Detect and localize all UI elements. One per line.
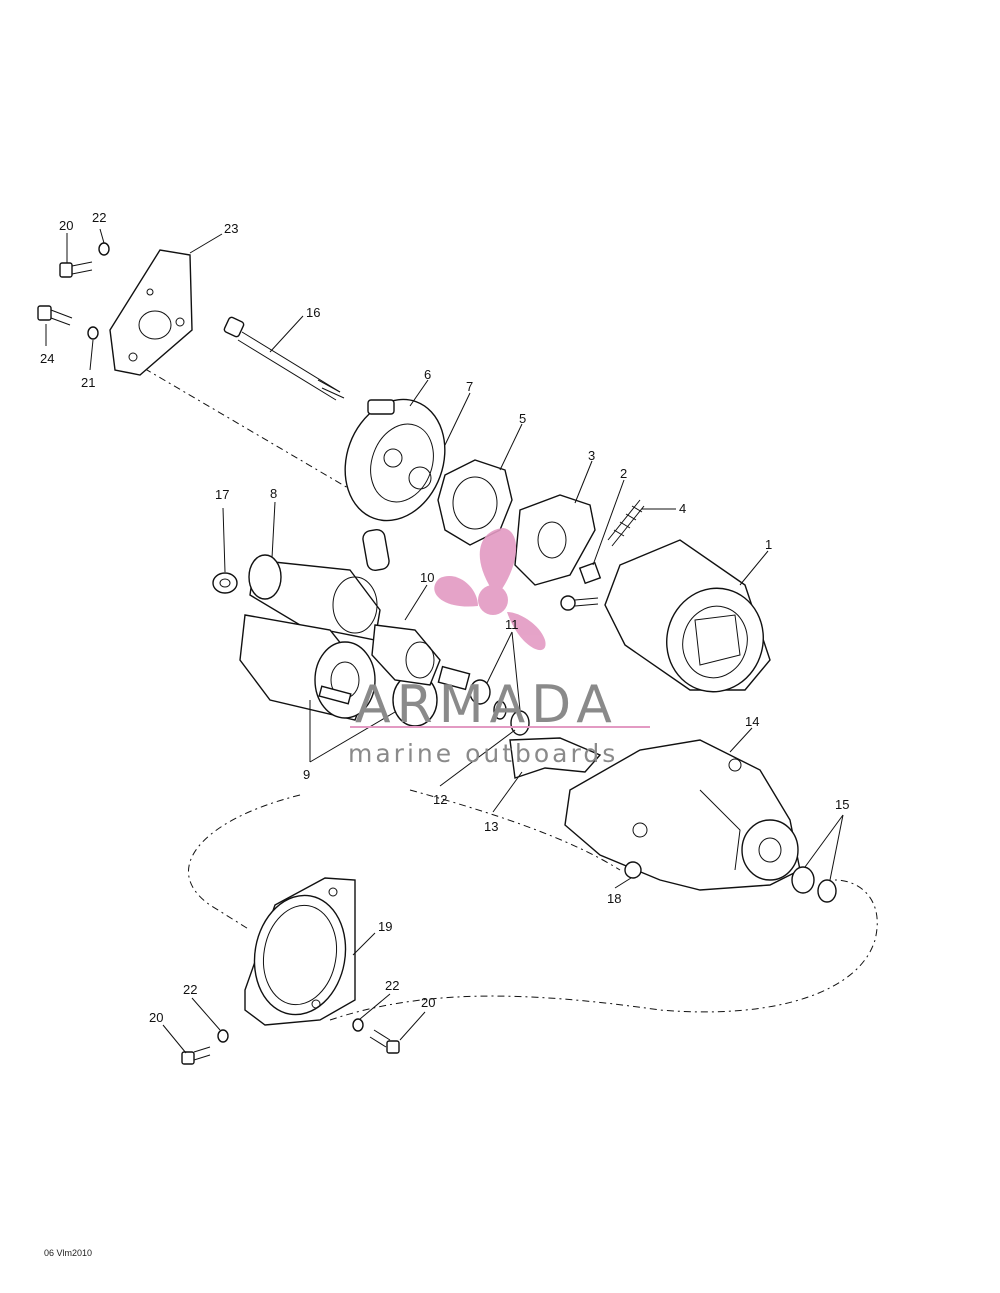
part-15-ring [817, 879, 837, 903]
part-20-bolt-upper [59, 261, 93, 278]
label-part-2: 2 [620, 466, 627, 481]
part-7-brush-holder [362, 528, 390, 572]
assembly-dash-line-upper [129, 359, 361, 496]
part-21-washer [87, 326, 99, 340]
label-part-6: 6 [424, 367, 431, 382]
part-20-bolt-lower-left [181, 1046, 211, 1065]
watermark-brand: ARMADA [355, 675, 618, 735]
label-part-11: 11 [505, 617, 519, 632]
label-part-16: 16 [306, 305, 320, 320]
label-part-5: 5 [519, 411, 526, 426]
part-number-labels: 20 22 23 24 21 16 6 7 5 3 2 4 1 17 8 10 … [40, 210, 849, 1025]
label-part-20-upper: 20 [59, 218, 73, 233]
label-part-22-upper: 22 [92, 210, 106, 225]
label-part-13: 13 [484, 819, 498, 834]
part-12-washer [510, 710, 530, 736]
part-17-nut [212, 572, 238, 594]
part-10-drive-pinion [371, 624, 471, 691]
armada-watermark: ARMADA marine outboards [348, 528, 650, 768]
part-22-washer-lower-left [217, 1029, 229, 1043]
part-1-housing [604, 539, 771, 693]
label-part-12: 12 [433, 792, 447, 807]
part-23-bracket [109, 249, 193, 376]
propeller-logo [434, 528, 546, 651]
label-part-1: 1 [765, 537, 772, 552]
part-14-drive-housing [564, 739, 801, 891]
label-part-15: 15 [835, 797, 849, 812]
label-part-20-lower-right: 20 [421, 995, 435, 1010]
part-13-fork-lever [509, 737, 602, 779]
assembly-dash-loop [188, 789, 878, 1021]
part-11-bushing [469, 679, 491, 705]
label-part-23: 23 [224, 221, 238, 236]
label-part-10: 10 [420, 570, 434, 585]
label-part-22-lower-left: 22 [183, 982, 197, 997]
part-19-mounting-plate [244, 877, 356, 1026]
part-4-spring [607, 499, 645, 547]
part-24-bolt [37, 305, 73, 326]
part-20-bolt-lower-right [369, 1029, 400, 1054]
watermark-tagline: marine outboards [348, 739, 618, 768]
part-6-end-cap [344, 398, 446, 522]
part-15-bushing [791, 866, 815, 894]
part-2-brush [578, 561, 602, 585]
label-part-8: 8 [270, 486, 277, 501]
part-22-washer-lower-right [352, 1018, 364, 1032]
label-part-14: 14 [745, 714, 759, 729]
part-16-through-bolt [223, 316, 345, 401]
label-part-24: 24 [40, 351, 54, 366]
part-22-washer-upper [98, 242, 110, 256]
label-part-7: 7 [466, 379, 473, 394]
part-1-screw [560, 595, 599, 611]
label-part-19: 19 [378, 919, 392, 934]
reference-code: 06 Vlm2010 [44, 1248, 92, 1258]
label-part-17: 17 [215, 487, 229, 502]
label-part-4: 4 [679, 501, 686, 516]
leader-lines [45, 228, 844, 1054]
label-part-22-lower-right: 22 [385, 978, 399, 993]
part-18-nut [624, 861, 642, 879]
label-part-21: 21 [81, 375, 95, 390]
label-part-20-lower-left: 20 [149, 1010, 163, 1025]
label-part-9: 9 [303, 767, 310, 782]
label-part-18: 18 [607, 891, 621, 906]
part-3-brush-plate [514, 494, 596, 586]
part-9-solenoid [239, 614, 438, 727]
label-part-3: 3 [588, 448, 595, 463]
part-11-ring [493, 700, 507, 720]
